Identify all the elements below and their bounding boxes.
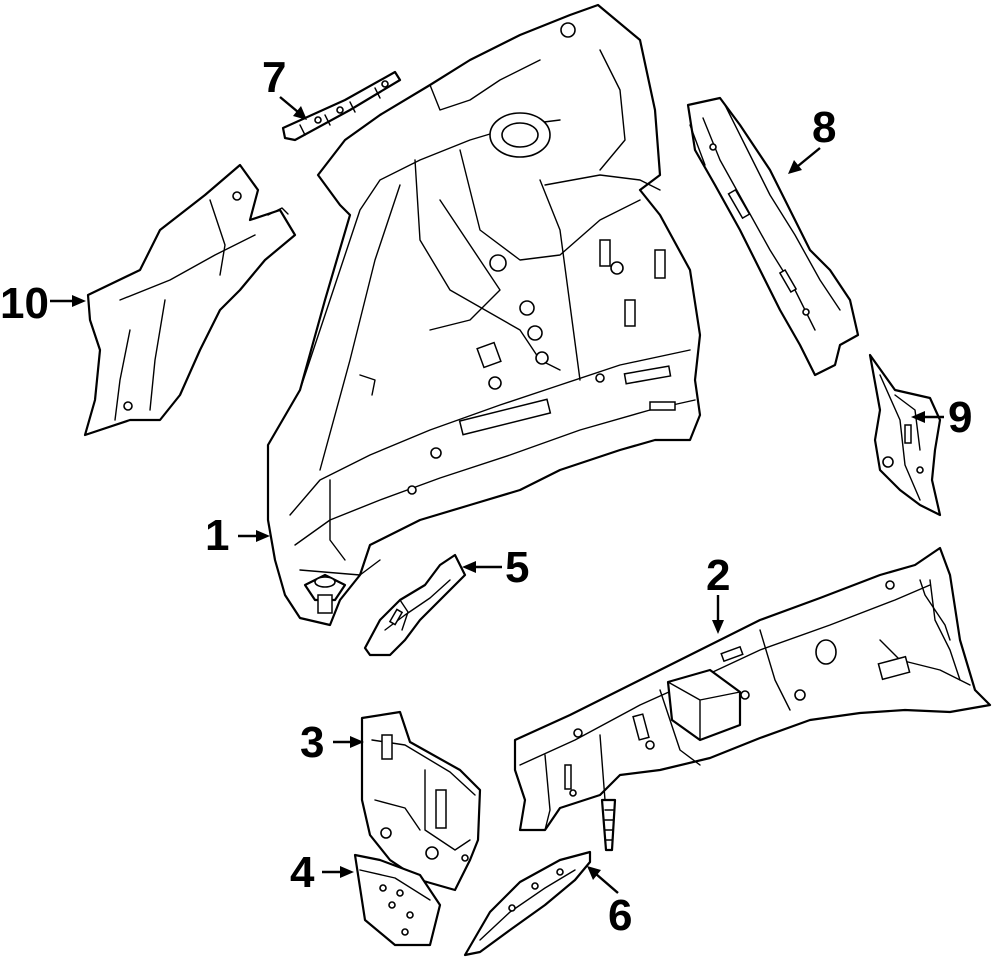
callout-7: 7 [262,53,307,120]
callout-3-label: 3 [300,718,324,767]
callout-8: 8 [788,103,836,174]
callout-2-label: 2 [706,551,730,600]
callout-2: 2 [706,551,730,634]
callout-9-label: 9 [948,393,972,442]
callout-5: 5 [462,543,529,592]
callout-5-label: 5 [505,543,529,592]
part-8-rail-reinforcement [686,96,860,377]
callout-6-label: 6 [608,891,632,940]
part-9-side-bracket [868,353,942,517]
callout-3: 3 [300,718,364,767]
callout-1: 1 [205,511,270,560]
part-2-rear-frame-rail [513,546,992,852]
callout-4-label: 4 [290,848,315,897]
callout-4: 4 [290,848,354,897]
part-7-bracket [281,70,402,142]
callout-6: 6 [587,866,632,940]
part-4-plate [353,853,442,947]
part-3-bracket-panel [360,710,482,892]
part-1-inner-quarter-panel [266,3,702,627]
part-10-extension-panel [83,163,297,437]
callout-7-label: 7 [262,53,286,102]
part-6-wedge-bracket [463,850,592,957]
callout-9: 9 [911,393,972,442]
callout-8-label: 8 [812,103,836,152]
part-5-bracket [363,553,467,657]
callout-1-label: 1 [205,511,229,560]
callout-10: 10 [0,279,86,328]
callout-10-label: 10 [0,279,49,328]
